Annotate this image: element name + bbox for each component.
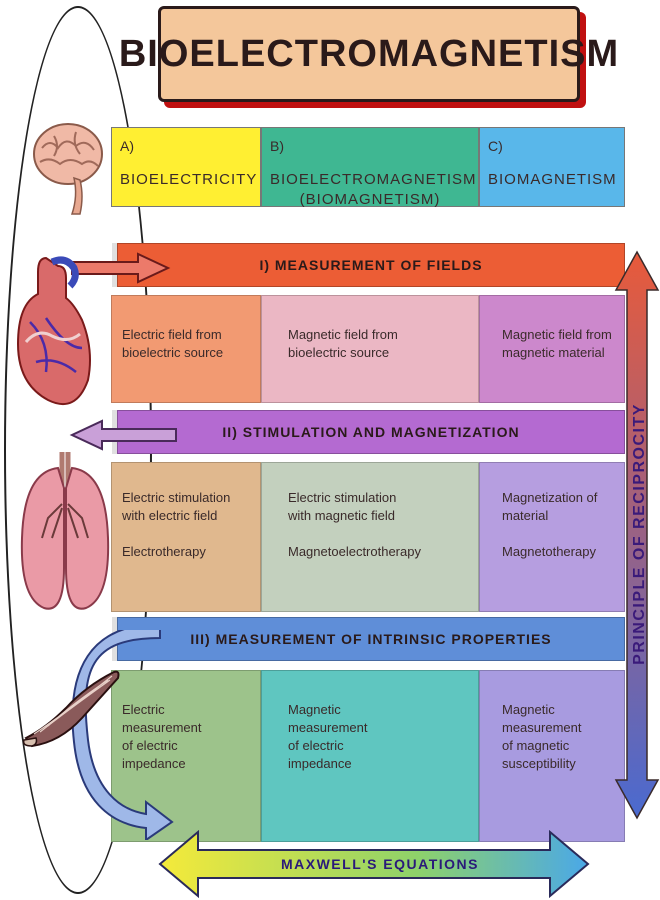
muscle-icon bbox=[22, 670, 120, 748]
curved-arrow-icon bbox=[71, 630, 174, 840]
column-name-line1: BIOELECTROMAGNETISM bbox=[270, 171, 477, 188]
cell-line: with electric field bbox=[122, 508, 218, 523]
cell-line: of electric bbox=[288, 738, 344, 753]
cell-line: of magnetic bbox=[502, 738, 570, 753]
cell-line: bioelectric source bbox=[122, 345, 224, 360]
cell-line: impedance bbox=[288, 756, 352, 771]
column-header-bioelectromagnetism: B) BIOELECTROMAGNETISM (BIOMAGNETISM) bbox=[261, 127, 479, 210]
column-header-biomagnetism: C) BIOMAGNETISM bbox=[479, 127, 625, 207]
heart-icon bbox=[16, 256, 91, 405]
cell-line: Electric field from bbox=[122, 327, 222, 342]
cell-line: Magnetic field from bbox=[288, 327, 398, 342]
cell-line: Magnetic field from bbox=[502, 327, 612, 342]
cell-line: magnetic material bbox=[502, 345, 605, 360]
diagram-title: BIOELECTROMAGNETISM bbox=[119, 6, 618, 102]
cell-line: material bbox=[502, 508, 549, 523]
cell-electric-impedance-magnetic: Magnetic measurement of electric impedan… bbox=[261, 670, 479, 842]
principle-of-reciprocity-label: PRINCIPLE OF RECIPROCITY bbox=[631, 403, 648, 665]
section-band-stimulation-and-magnetization: II) STIMULATION AND MAGNETIZATION bbox=[117, 410, 625, 454]
maxwell-double-arrow bbox=[158, 830, 590, 898]
cell-line: Magnetotherapy bbox=[502, 544, 596, 559]
cell-line: measurement bbox=[122, 720, 202, 735]
cell-line: with magnetic field bbox=[288, 508, 395, 523]
cell-line: Magnetoelectrotherapy bbox=[288, 544, 421, 559]
cell-line: bioelectric source bbox=[288, 345, 390, 360]
section-band-measurement-of-fields: I) MEASUREMENT OF FIELDS bbox=[117, 243, 625, 287]
column-name: BIOMAGNETISM bbox=[488, 171, 617, 188]
column-name: BIOELECTRICITY bbox=[120, 171, 258, 188]
cell-line: Magnetization of bbox=[502, 490, 598, 505]
lungs-icon bbox=[20, 452, 110, 610]
arrow-left-icon bbox=[69, 419, 177, 451]
cell-line: Electrotherapy bbox=[122, 544, 206, 559]
cell-line: Electric stimulation bbox=[122, 490, 231, 505]
maxwells-equations-label: MAXWELL'S EQUATIONS bbox=[280, 856, 479, 872]
cell-line: of electric bbox=[122, 738, 178, 753]
column-letter: A) bbox=[120, 138, 134, 154]
column-letter: C) bbox=[488, 138, 503, 154]
column-name-line2: (BIOMAGNETISM) bbox=[299, 191, 441, 208]
cell-electric-field: Electric field from bioelectric source bbox=[111, 295, 261, 403]
cell-magnetization: Magnetization of material Magnetotherapy bbox=[479, 462, 625, 612]
section-band-intrinsic-properties: III) MEASUREMENT OF INTRINSIC PROPERTIES bbox=[117, 617, 625, 661]
cell-line: Electric bbox=[122, 702, 165, 717]
brain-icon bbox=[33, 123, 103, 215]
cell-line: Electric stimulation bbox=[288, 490, 397, 505]
cell-electric-stimulation-electric: Electric stimulation with electric field… bbox=[111, 462, 261, 612]
cell-line: measurement bbox=[288, 720, 368, 735]
cell-magnetic-field-bioelectric: Magnetic field from bioelectric source bbox=[261, 295, 479, 403]
cell-line: Magnetic bbox=[502, 702, 555, 717]
column-name: BIOELECTROMAGNETISM (BIOMAGNETISM) bbox=[270, 170, 476, 210]
arrow-right-icon bbox=[71, 252, 171, 284]
cell-line: impedance bbox=[122, 756, 186, 771]
cell-line: measurement bbox=[502, 720, 582, 735]
cell-magnetic-susceptibility: Magnetic measurement of magnetic suscept… bbox=[479, 670, 625, 842]
reciprocity-double-arrow bbox=[614, 250, 660, 820]
cell-line: Magnetic bbox=[288, 702, 341, 717]
cell-line: susceptibility bbox=[502, 756, 576, 771]
column-header-bioelectricity: A) BIOELECTRICITY bbox=[111, 127, 261, 207]
column-letter: B) bbox=[270, 138, 284, 154]
cell-electric-stimulation-magnetic: Electric stimulation with magnetic field… bbox=[261, 462, 479, 612]
cell-magnetic-field-material: Magnetic field from magnetic material bbox=[479, 295, 625, 403]
